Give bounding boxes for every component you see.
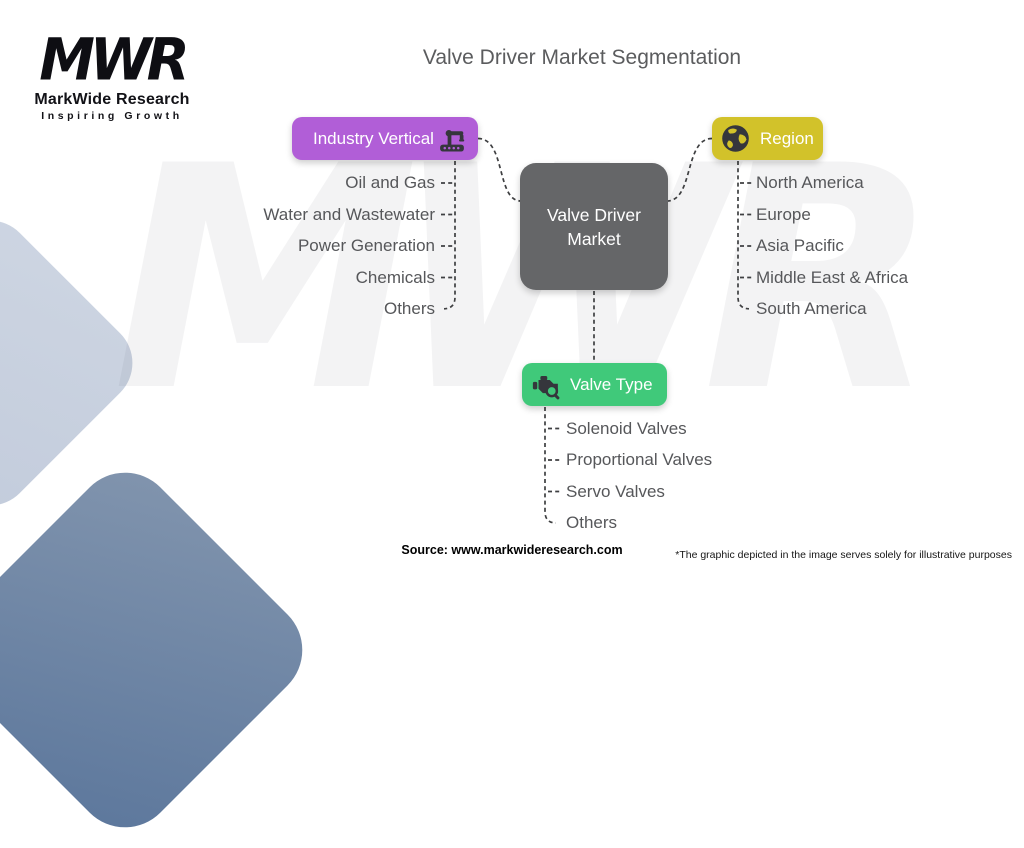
list-item: Servo Valves (566, 481, 665, 501)
list-item: North America (756, 173, 864, 192)
engine-magnifier-icon (530, 369, 562, 401)
list-item: Water and Wastewater (263, 204, 435, 224)
branch-node-valve-type: Valve Type (522, 363, 667, 406)
list-item: Solenoid Valves (566, 418, 687, 438)
list-item: Asia Pacific (756, 236, 844, 255)
list-item: Others (566, 513, 618, 532)
logo-tagline: Inspiring Growth (41, 109, 183, 122)
logo-mark: MWR (39, 26, 190, 95)
logo-name: MarkWide Research (34, 90, 190, 108)
page-title: Valve Driver Market Segmentation (422, 46, 742, 69)
globe-icon (719, 123, 751, 155)
center-node-label: Valve Driver Market (546, 204, 641, 249)
source-text: Source: www.markwideresearch.com (401, 543, 623, 557)
region-list: North America Europe Asia Pacific Middle… (756, 167, 996, 325)
branch-node-region: Region (712, 117, 823, 160)
valve-type-list: Solenoid Valves Proportional Valves Serv… (566, 413, 806, 539)
branch-label-valve-type: Valve Type (570, 374, 653, 394)
disclaimer-text: *The graphic depicted in the image serve… (675, 549, 1012, 561)
list-item: Proportional Valves (566, 450, 713, 469)
industry-vertical-list: Oil and Gas Water and Wastewater Power G… (205, 167, 435, 325)
background-diamond-dark (0, 452, 323, 848)
robot-arm-icon (436, 123, 468, 155)
list-item: Others (383, 299, 435, 318)
list-item: Middle East & Africa (756, 267, 909, 287)
list-item: Europe (756, 204, 811, 224)
list-item: Oil and Gas (345, 173, 435, 192)
center-node: Valve Driver Market (520, 163, 668, 290)
branch-label-industry-vertical: Industry Vertical (313, 128, 434, 148)
list-item: Chemicals (355, 267, 435, 287)
list-item: South America (756, 299, 867, 318)
list-item: Power Generation (297, 236, 435, 255)
branch-label-region: Region (760, 128, 814, 148)
logo: MWR MarkWide Research Inspiring Growth (34, 26, 190, 122)
branch-node-industry-vertical: Industry Vertical (292, 117, 478, 160)
